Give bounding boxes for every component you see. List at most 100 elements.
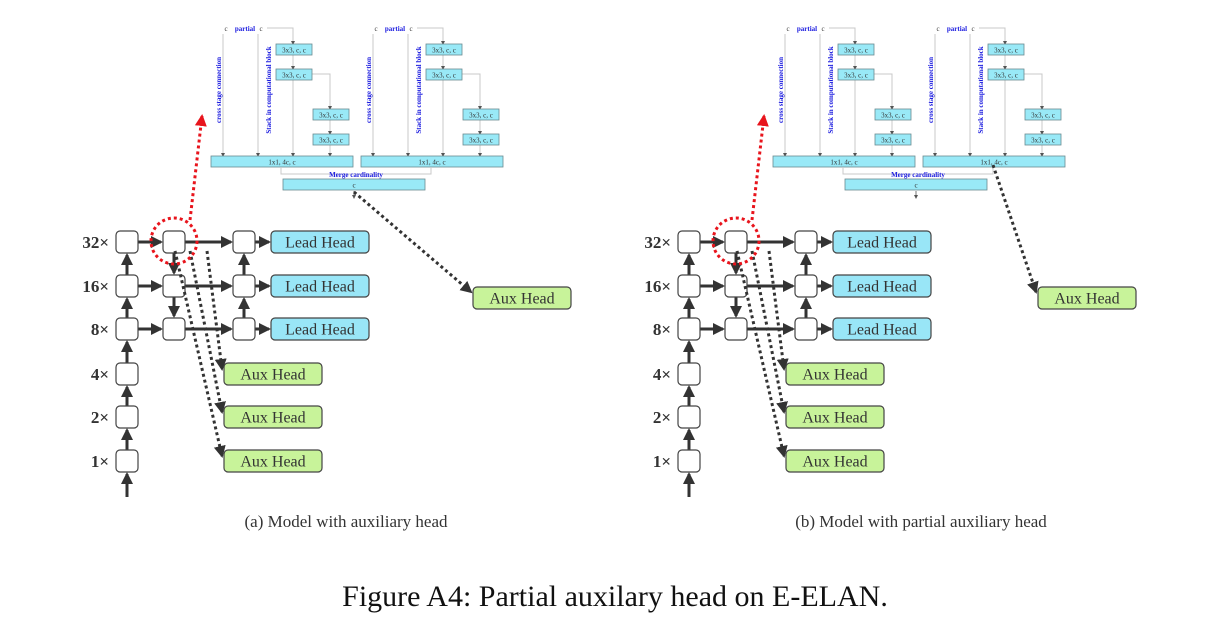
partial-label: partial — [235, 25, 255, 33]
partial-connector — [829, 27, 857, 45]
conv-3x3-label: 3x3, c, c — [844, 72, 868, 80]
feature-node — [677, 449, 701, 473]
aux-head-box — [785, 405, 885, 429]
feature-node — [724, 230, 748, 254]
stack-computational-block-label: Stack in computational block — [827, 46, 835, 133]
lead-head-box — [832, 230, 932, 254]
conv-3x3-block — [874, 108, 912, 121]
conv-3x3-block — [462, 133, 500, 146]
panel-caption: (a) Model with auxiliary head — [245, 512, 448, 531]
branch-connector — [1023, 73, 1044, 110]
feature-node — [677, 274, 701, 298]
partial-connector — [267, 27, 295, 45]
c-input-label: c — [786, 25, 789, 33]
lead-head-label: Lead Head — [847, 235, 917, 252]
lead-head-label: Lead Head — [847, 322, 917, 339]
highlight-circle — [711, 216, 761, 266]
conv-3x3-label: 3x3, c, c — [1031, 137, 1055, 145]
aux-head-label: Aux Head — [802, 454, 867, 471]
aux-head-label: Aux Head — [240, 367, 305, 384]
aux-head-box — [1037, 286, 1137, 310]
feature-node — [677, 317, 701, 341]
feature-node — [724, 274, 748, 298]
conv-3x3-block — [1024, 108, 1062, 121]
cross-stage-connection-label: cross stage connection — [777, 57, 785, 123]
feature-node — [162, 230, 186, 254]
conv-3x3-label: 3x3, c, c — [282, 72, 306, 80]
feature-node — [794, 230, 818, 254]
merge-output-label: c — [914, 182, 917, 190]
aux-head-label: Aux Head — [240, 410, 305, 427]
highlight-circle — [149, 216, 199, 266]
feature-node — [232, 317, 256, 341]
lead-head-box — [832, 274, 932, 298]
cross-stage-connection-label: cross stage connection — [927, 57, 935, 123]
branch-connector — [873, 73, 894, 110]
c-input-label: c — [936, 25, 939, 33]
feature-node — [677, 405, 701, 429]
feature-node — [115, 449, 139, 473]
conv-3x3-label: 3x3, c, c — [881, 137, 905, 145]
branch-connector — [311, 73, 332, 110]
scale-label: 2× — [91, 408, 109, 427]
highlight-arrow — [750, 114, 769, 221]
partial-label: partial — [947, 25, 967, 33]
stack-computational-block-label: Stack in computational block — [977, 46, 985, 133]
partial-connector — [417, 27, 445, 45]
scale-label: 16× — [82, 277, 109, 296]
lead-head-label: Lead Head — [847, 279, 917, 296]
scale-label: 16× — [644, 277, 671, 296]
aux-head-connector — [353, 190, 473, 294]
feature-node — [232, 274, 256, 298]
conv-3x3-block — [425, 68, 463, 81]
scale-label: 4× — [653, 365, 671, 384]
transition-1x1-label: 1x1, 4c, c — [980, 159, 1007, 167]
cross-stage-connection-label: cross stage connection — [365, 57, 373, 123]
aux-head-label: Aux Head — [489, 291, 554, 308]
aux-head-box — [223, 362, 323, 386]
conv-3x3-block — [275, 43, 313, 56]
conv-3x3-label: 3x3, c, c — [1031, 112, 1055, 120]
conv-3x3-block — [275, 68, 313, 81]
transition-1x1-block — [772, 155, 916, 168]
conv-3x3-label: 3x3, c, c — [319, 112, 343, 120]
transition-1x1-label: 1x1, 4c, c — [418, 159, 445, 167]
feature-node — [115, 230, 139, 254]
conv-3x3-block — [987, 43, 1025, 56]
feature-node — [162, 274, 186, 298]
stack-computational-block-label: Stack in computational block — [265, 46, 273, 133]
transition-1x1-block — [210, 155, 354, 168]
merge-connector — [280, 167, 432, 175]
aux-head-box — [785, 362, 885, 386]
conv-3x3-label: 3x3, c, c — [432, 72, 456, 80]
merge-cardinality-label: Merge cardinality — [891, 171, 945, 179]
aux-head-connector — [991, 164, 1039, 294]
merge-connector — [842, 167, 994, 175]
feature-node — [115, 362, 139, 386]
merge-output-block — [282, 178, 426, 191]
conv-3x3-label: 3x3, c, c — [994, 47, 1018, 55]
partial-label: partial — [385, 25, 405, 33]
partial-connector — [979, 27, 1007, 45]
lead-head-label: Lead Head — [285, 279, 355, 296]
stack-computational-block-label: Stack in computational block — [415, 46, 423, 133]
c-input-label: c — [374, 25, 377, 33]
feature-node — [162, 317, 186, 341]
feature-node — [677, 362, 701, 386]
feature-node — [677, 230, 701, 254]
scale-label: 32× — [644, 233, 671, 252]
lead-head-label: Lead Head — [285, 322, 355, 339]
conv-3x3-label: 3x3, c, c — [432, 47, 456, 55]
scale-label: 1× — [653, 452, 671, 471]
conv-3x3-block — [837, 68, 875, 81]
transition-1x1-block — [360, 155, 504, 168]
aux-head-label: Aux Head — [240, 454, 305, 471]
lead-head-box — [270, 317, 370, 341]
scale-label: 32× — [82, 233, 109, 252]
feature-node — [232, 230, 256, 254]
conv-3x3-block — [462, 108, 500, 121]
conv-3x3-block — [312, 108, 350, 121]
